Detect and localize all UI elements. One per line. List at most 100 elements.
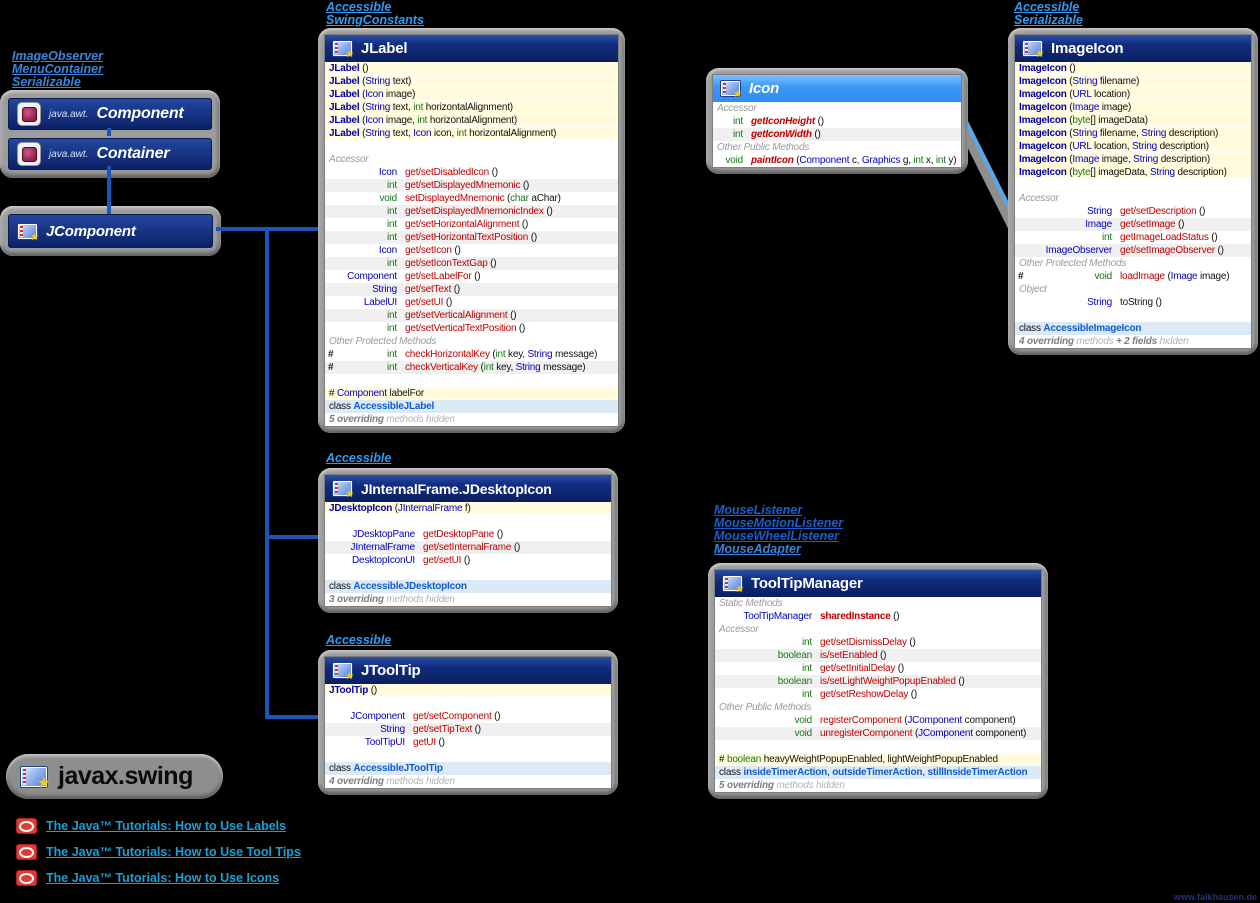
member-row: class insideTimerAction, outsideTimerAct… [715, 766, 1041, 779]
interface-label[interactable]: Accessible [326, 451, 392, 465]
member-row: ImageIcon (String filename, String descr… [1015, 127, 1251, 140]
class-bar-component[interactable]: java.awt. Component [8, 98, 212, 130]
package-icon [20, 765, 49, 791]
spacer-row [325, 515, 611, 528]
member-row: class AccessibleJToolTip [325, 762, 611, 775]
class-title-component: Component [96, 105, 184, 122]
interface-label[interactable]: MouseWheelListener [714, 529, 840, 543]
member-row: ImageIcon (Image image) [1015, 101, 1251, 114]
interface-label[interactable]: Accessible [326, 0, 392, 14]
package-prefix: java.awt. [49, 108, 89, 120]
member-list-jlabel: JLabel ()JLabel (String text)JLabel (Ico… [325, 62, 618, 426]
package-label: javax.swing [6, 754, 223, 799]
class-bar-container[interactable]: java.awt. Container [8, 138, 212, 170]
inheritance-branch-jtooltip [265, 715, 318, 719]
class-header-jtooltip[interactable]: JToolTip [325, 657, 611, 684]
interface-label[interactable]: ImageObserver [12, 49, 104, 63]
member-row: # boolean heavyWeightPopupEnabled, light… [715, 753, 1041, 766]
interface-label[interactable]: MouseListener [714, 503, 803, 517]
class-icon [720, 80, 742, 100]
spacer-row [325, 374, 618, 387]
member-row: JLabel () [325, 62, 618, 75]
tutorial-link-icons[interactable]: The Java™ Tutorials: How to Use Icons [16, 870, 279, 886]
class-box-jlabel: JLabel JLabel ()JLabel (String text)JLab… [318, 28, 625, 433]
member-row: Accessor [1019, 193, 1059, 204]
spacer-row [325, 567, 611, 580]
class-header-imageicon[interactable]: ImageIcon [1015, 35, 1251, 62]
class-icon [1022, 40, 1044, 60]
class-icon [332, 662, 354, 682]
member-list-imageicon: ImageIcon ()ImageIcon (String filename)I… [1015, 62, 1251, 348]
member-row: class AccessibleJLabel [325, 400, 618, 413]
oracle-logo-icon [16, 870, 37, 886]
interface-label[interactable]: MouseAdapter [714, 542, 801, 556]
interface-label[interactable]: MenuContainer [12, 62, 103, 76]
tutorial-link-tooltips[interactable]: The Java™ Tutorials: How to Use Tool Tip… [16, 844, 301, 860]
member-row: JLabel (String text, int horizontalAlign… [325, 101, 618, 114]
class-title-container: Container [96, 145, 170, 162]
member-row: Other Protected Methods [1019, 258, 1127, 269]
class-header-tooltipmanager[interactable]: ToolTipManager [715, 570, 1041, 597]
member-row: 3 overriding methods hidden [329, 594, 455, 605]
interface-label[interactable]: Accessible [1014, 0, 1080, 14]
class-header-jlabel[interactable]: JLabel [325, 35, 618, 62]
member-row: 5 overriding methods hidden [329, 414, 455, 425]
member-row: JLabel (String text, Icon icon, int hori… [325, 127, 618, 140]
class-bar-jcomponent[interactable]: JComponent [8, 214, 213, 248]
class-icon [332, 40, 354, 60]
member-row: ImageIcon (String filename) [1015, 75, 1251, 88]
package-prefix: java.awt. [49, 148, 89, 160]
tutorial-link-text: The Java™ Tutorials: How to Use Tool Tip… [46, 845, 301, 859]
spacer-row [325, 697, 611, 710]
member-row: JToolTip () [325, 684, 611, 697]
member-row: Accessor [717, 103, 757, 114]
interface-header-icon[interactable]: Icon [713, 75, 961, 102]
oracle-logo-icon [16, 818, 37, 834]
interface-label[interactable]: Accessible [326, 633, 392, 647]
tutorial-link-labels[interactable]: The Java™ Tutorials: How to Use Labels [16, 818, 286, 834]
interface-label[interactable]: MouseMotionListener [714, 516, 844, 530]
spacer-row [715, 740, 1041, 753]
member-row: JLabel (Icon image, int horizontalAlignm… [325, 114, 618, 127]
member-row: Accessor [329, 154, 369, 165]
spacer-row [1015, 309, 1251, 322]
interface-label[interactable]: SwingConstants [326, 13, 424, 27]
class-title-jcomponent: JComponent [46, 222, 136, 240]
class-header-jdesktopicon[interactable]: JInternalFrame.JDesktopIcon [325, 475, 611, 502]
member-row: # Component labelFor [325, 387, 618, 400]
spacer-row [325, 749, 611, 762]
watermark: www.falkhausen.de [1173, 892, 1257, 902]
class-box-tooltipmanager: ToolTipManager Static MethodsToolTipMana… [708, 563, 1048, 799]
class-icon [722, 575, 744, 595]
package-name: javax.swing [58, 762, 193, 790]
interface-label[interactable]: Serializable [1014, 13, 1083, 27]
class-icon [332, 480, 354, 500]
inheritance-line-component-container [107, 128, 111, 136]
interface-label[interactable]: Serializable [12, 75, 81, 89]
